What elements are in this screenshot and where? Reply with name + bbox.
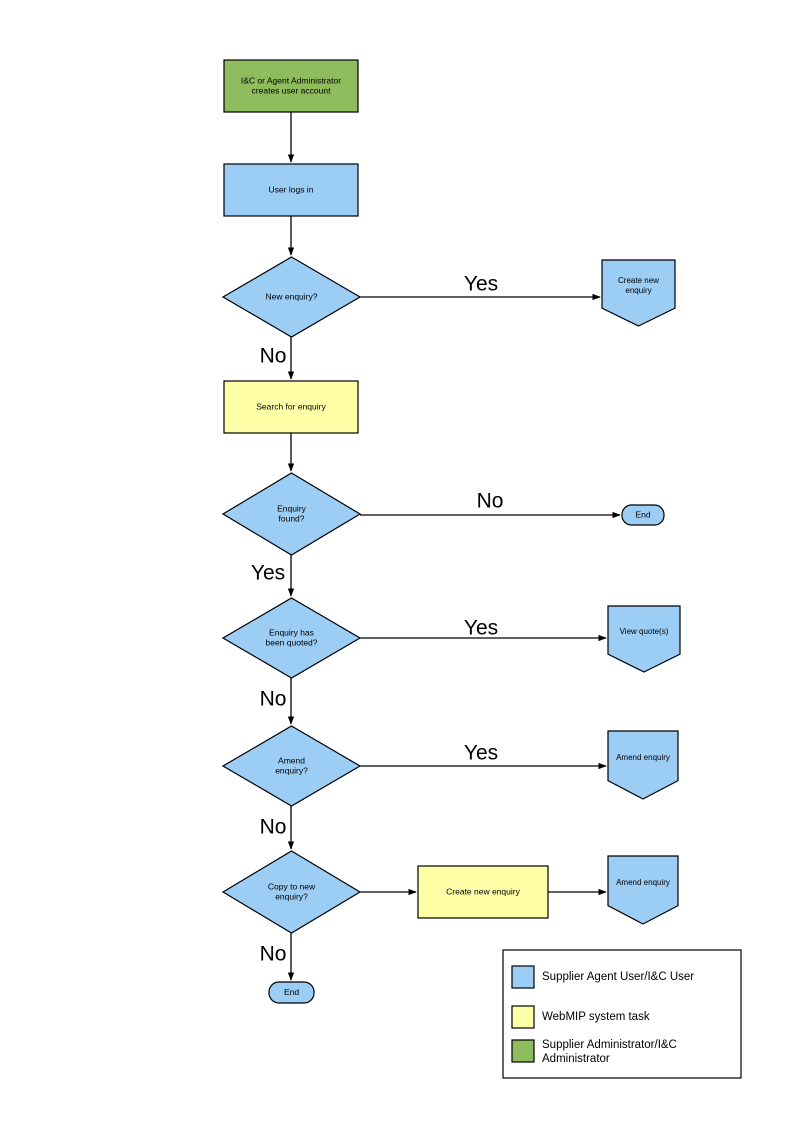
node-end-terminator-bottom: End bbox=[268, 981, 315, 1004]
node-shape-pentagon bbox=[601, 259, 676, 327]
node-label: Enquiry bbox=[277, 503, 307, 513]
legend-swatch bbox=[511, 965, 535, 989]
edge-copy-no: No bbox=[260, 933, 295, 981]
legend-label: Supplier Agent User/I&C User bbox=[542, 971, 694, 983]
node-shape-decision bbox=[221, 472, 362, 556]
node-label: End bbox=[635, 509, 650, 519]
node-shape-terminator bbox=[621, 504, 665, 526]
edge-quoted-no: No bbox=[260, 678, 295, 725]
node-label: Enquiry has bbox=[269, 627, 314, 637]
node-label: New enquiry? bbox=[266, 291, 318, 301]
node-label: User logs in bbox=[269, 184, 314, 194]
node-label: enquiry? bbox=[275, 765, 308, 775]
node-shape-process bbox=[417, 865, 549, 919]
node-shape-process bbox=[223, 380, 359, 434]
node-shape-decision bbox=[221, 256, 362, 338]
node-label: creates user account bbox=[252, 85, 332, 95]
edge-label: No bbox=[260, 943, 287, 966]
node-label: found? bbox=[279, 513, 305, 523]
node-label: Create new enquiry bbox=[446, 886, 520, 896]
edge-label: Yes bbox=[464, 273, 498, 296]
edge-found-no: No bbox=[360, 490, 621, 519]
node-label: enquiry bbox=[625, 286, 651, 295]
edge-new-enquiry-no: No bbox=[260, 337, 295, 380]
edge-label: No bbox=[260, 688, 287, 711]
legend-label: WebMIP system task bbox=[542, 1011, 650, 1023]
node-end-terminator-top: End bbox=[621, 504, 665, 526]
node-amend-enquiry-right-1: Amend enquiry bbox=[607, 730, 679, 800]
legend-label: Supplier Administrator/I&C bbox=[542, 1039, 677, 1051]
legend-swatch bbox=[511, 1039, 535, 1063]
node-new-enquiry-decision: New enquiry? bbox=[221, 256, 362, 338]
node-label: Create new bbox=[618, 276, 659, 285]
legend-system: WebMIP system task bbox=[511, 1005, 650, 1029]
legend-label: Administrator bbox=[542, 1053, 610, 1065]
node-label: End bbox=[284, 987, 299, 997]
edge-found-yes: Yes bbox=[251, 555, 295, 597]
node-label: enquiry? bbox=[275, 891, 308, 901]
node-label: Amend bbox=[278, 755, 305, 765]
node-shape-process bbox=[223, 59, 359, 113]
node-shape-pentagon bbox=[607, 730, 679, 800]
edge-amend-no: No bbox=[260, 806, 295, 850]
edge-label: No bbox=[477, 490, 504, 513]
node-label: Amend enquiry bbox=[616, 878, 670, 887]
edge-amend-yes: Yes bbox=[360, 742, 607, 770]
node-label: View quote(s) bbox=[620, 627, 669, 636]
edge-new-enquiry-yes: Yes bbox=[360, 273, 601, 301]
node-user-logs-in: User logs in bbox=[223, 163, 359, 217]
node-shape-decision bbox=[221, 850, 362, 934]
legend-swatch bbox=[511, 1005, 535, 1029]
node-shape-decision bbox=[221, 725, 362, 807]
edge-label: No bbox=[260, 345, 287, 368]
edge-quoted-yes: Yes bbox=[360, 617, 607, 642]
node-shape-terminator bbox=[268, 981, 315, 1004]
edge-label: Yes bbox=[464, 617, 498, 640]
node-view-quotes: View quote(s) bbox=[607, 605, 681, 673]
node-shape-pentagon bbox=[607, 605, 681, 673]
node-shape-pentagon bbox=[607, 855, 679, 925]
node-search-for-enquiry: Search for enquiry bbox=[223, 380, 359, 434]
node-label: Copy to new bbox=[268, 881, 316, 891]
node-label: been quoted? bbox=[266, 637, 318, 647]
edge-label: Yes bbox=[251, 562, 285, 585]
legend-border bbox=[502, 949, 742, 1079]
edge-label: No bbox=[260, 816, 287, 839]
node-shape-process bbox=[223, 163, 359, 217]
node-label: Search for enquiry bbox=[256, 401, 326, 411]
node-label: Amend enquiry bbox=[616, 753, 670, 762]
legend-admin: Supplier Administrator/I&C Administrator bbox=[511, 1039, 677, 1065]
node-create-new-enquiry-bottom: Create new enquiry bbox=[417, 865, 549, 919]
node-amend-enquiry-right-2: Amend enquiry bbox=[607, 855, 679, 925]
edge-label: Yes bbox=[464, 742, 498, 765]
node-label: I&C or Agent Administrator bbox=[241, 75, 341, 85]
legend-user: Supplier Agent User/I&C User bbox=[511, 965, 694, 989]
node-shape-decision bbox=[221, 597, 362, 679]
